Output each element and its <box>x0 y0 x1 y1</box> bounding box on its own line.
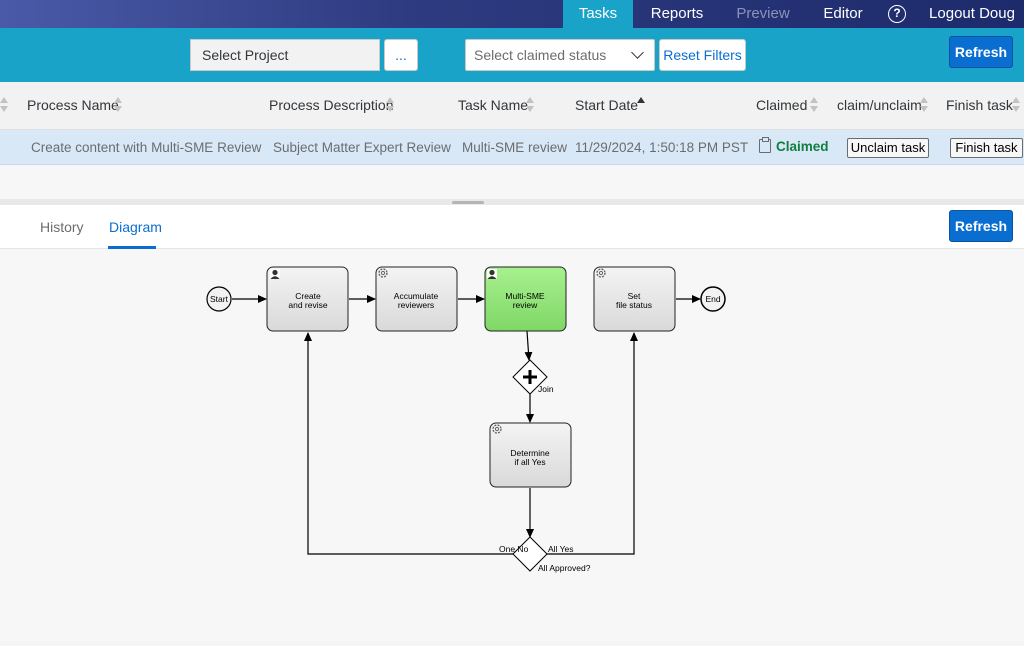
user-task-icon <box>270 269 280 279</box>
chevron-down-icon <box>631 46 644 59</box>
accumulate-line1: Accumulate <box>394 291 439 301</box>
task-table-header: Process Name Process Description Task Na… <box>0 82 1024 130</box>
tab-history[interactable]: History <box>40 219 84 235</box>
end-event[interactable]: End <box>700 286 726 312</box>
all-approved-gateway[interactable]: One No All Yes All Approved? <box>499 536 591 573</box>
task-create-and-revise[interactable]: Create and revise <box>266 266 349 332</box>
all-approved-label: All Approved? <box>538 563 591 573</box>
sort-icon[interactable] <box>920 97 928 115</box>
sort-ascending-icon[interactable] <box>637 97 645 115</box>
determine-line1: Determine <box>510 448 549 458</box>
col-start-date[interactable]: Start Date <box>575 97 639 113</box>
table-row[interactable]: Create content with Multi-SME Review Sub… <box>0 130 1024 165</box>
join-gateway[interactable]: Join <box>512 359 554 395</box>
unclaim-task-button[interactable]: Unclaim task <box>847 138 929 158</box>
join-label: Join <box>538 384 554 394</box>
col-process-description[interactable]: Process Description <box>269 97 394 113</box>
sort-icon[interactable] <box>526 97 534 115</box>
one-no-label: One No <box>499 544 529 554</box>
start-label: Start <box>210 294 229 304</box>
col-claim-unclaim[interactable]: claim/unclaim <box>837 97 922 113</box>
help-icon[interactable]: ? <box>888 5 906 23</box>
nav-tasks[interactable]: Tasks <box>563 0 633 28</box>
sort-icon[interactable] <box>386 97 394 115</box>
status-badge: Claimed <box>759 137 829 154</box>
review-line1: Multi-SME <box>505 291 545 301</box>
clipboard-user-icon <box>759 137 771 153</box>
more-projects-button[interactable]: ... <box>384 39 418 71</box>
tab-diagram[interactable]: Diagram <box>109 219 162 235</box>
cell-start-date: 11/29/2024, 1:50:18 PM PST <box>575 140 749 155</box>
col-task-name[interactable]: Task Name <box>458 97 529 113</box>
claimed-status-placeholder: Select claimed status <box>474 47 607 63</box>
diagram-canvas: Start End Create and revise Accumulate r… <box>0 249 1024 641</box>
cell-process-description: Subject Matter Expert Review <box>273 140 451 155</box>
flow-review-join <box>524 330 533 361</box>
col-process-name[interactable]: Process Name <box>27 97 119 113</box>
cell-task-name: Multi-SME review <box>462 140 568 155</box>
refresh-diagram-button[interactable]: Refresh <box>949 210 1013 242</box>
pane-splitter[interactable] <box>0 199 1024 205</box>
logout-button[interactable]: Logout Doug <box>929 5 1015 22</box>
sort-icon[interactable] <box>114 97 122 115</box>
sort-icon[interactable] <box>0 97 8 115</box>
col-finish-task[interactable]: Finish task <box>946 97 1013 113</box>
nav-reports[interactable]: Reports <box>650 5 704 22</box>
flow-all-yes <box>547 332 638 555</box>
nav-preview: Preview <box>736 5 790 22</box>
flow-one-no <box>304 332 514 555</box>
task-determine-if-all-yes[interactable]: Determine if all Yes <box>489 422 572 488</box>
table-empty-area <box>0 165 1024 201</box>
task-multi-sme-review[interactable]: Multi-SME review <box>484 266 567 332</box>
process-diagram: Start End Create and revise Accumulate r… <box>206 266 726 573</box>
cell-process-name: Create content with Multi-SME Review <box>31 140 262 155</box>
set-line2: file status <box>616 300 652 310</box>
claimed-status-select[interactable]: Select claimed status <box>465 39 655 71</box>
sort-icon[interactable] <box>1012 97 1020 115</box>
detail-tab-bar: History Diagram Refresh <box>0 205 1024 249</box>
review-line2: review <box>513 300 538 310</box>
end-label: End <box>705 294 720 304</box>
active-tab-indicator <box>108 246 156 249</box>
set-line1: Set <box>628 291 641 301</box>
all-yes-label: All Yes <box>548 544 574 554</box>
start-event[interactable]: Start <box>206 286 232 312</box>
task-set-file-status[interactable]: Set file status <box>593 266 676 332</box>
accumulate-line2: reviewers <box>398 300 434 310</box>
sequence-flows <box>232 295 701 555</box>
task-accumulate-reviewers[interactable]: Accumulate reviewers <box>375 266 458 332</box>
reset-filters-button[interactable]: Reset Filters <box>659 39 746 71</box>
create-line2: and revise <box>288 300 327 310</box>
sort-icon[interactable] <box>810 97 818 115</box>
parallel-plus-icon <box>523 370 537 384</box>
splitter-grip-icon[interactable] <box>452 201 484 204</box>
finish-task-button[interactable]: Finish task <box>950 138 1023 158</box>
user-task-icon <box>487 269 497 279</box>
nav-editor[interactable]: Editor <box>823 5 863 22</box>
select-project-input[interactable]: Select Project <box>190 39 380 71</box>
create-line1: Create <box>295 291 321 301</box>
refresh-tasks-button[interactable]: Refresh <box>949 36 1013 68</box>
claimed-label: Claimed <box>776 139 829 154</box>
col-claimed[interactable]: Claimed <box>756 97 808 113</box>
top-nav-bar: Tasks Reports Preview Editor ? Logout Do… <box>0 0 1024 28</box>
determine-line2: if all Yes <box>514 457 545 467</box>
filter-toolbar: Select Project ... Select claimed status… <box>0 28 1024 82</box>
